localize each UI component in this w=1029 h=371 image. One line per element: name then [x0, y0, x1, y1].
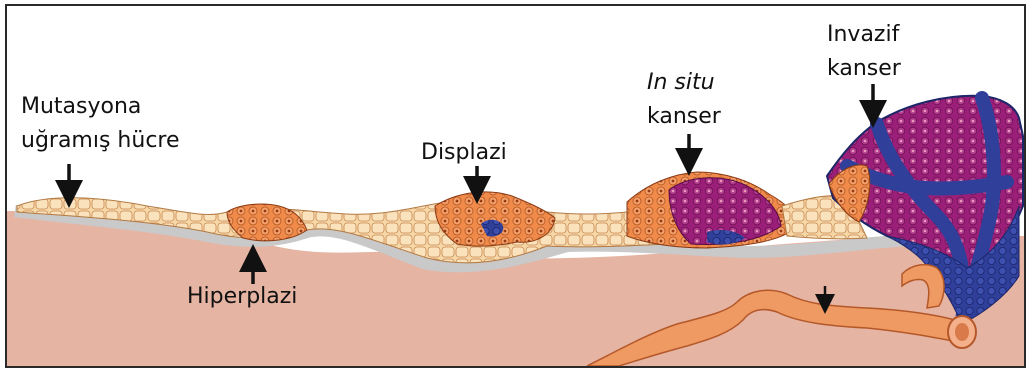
label-invasive-line2: kanser: [827, 56, 901, 82]
label-dysplasia: Displazi: [421, 140, 507, 166]
label-in-situ-line2: kanser: [647, 104, 721, 130]
label-mutated-cell-line1: Mutasyona: [21, 94, 141, 120]
label-mutated-cell-line2: uğramış hücre: [21, 128, 180, 154]
diagram-frame: Mutasyona uğramış hücre Hiperplazi Displ…: [5, 4, 1026, 368]
label-in-situ-line1: In situ: [647, 70, 715, 96]
label-hyperplasia: Hiperplazi: [187, 284, 297, 310]
dysplasia-region: [435, 192, 555, 246]
label-invasive-line1: Invazif: [827, 22, 899, 48]
